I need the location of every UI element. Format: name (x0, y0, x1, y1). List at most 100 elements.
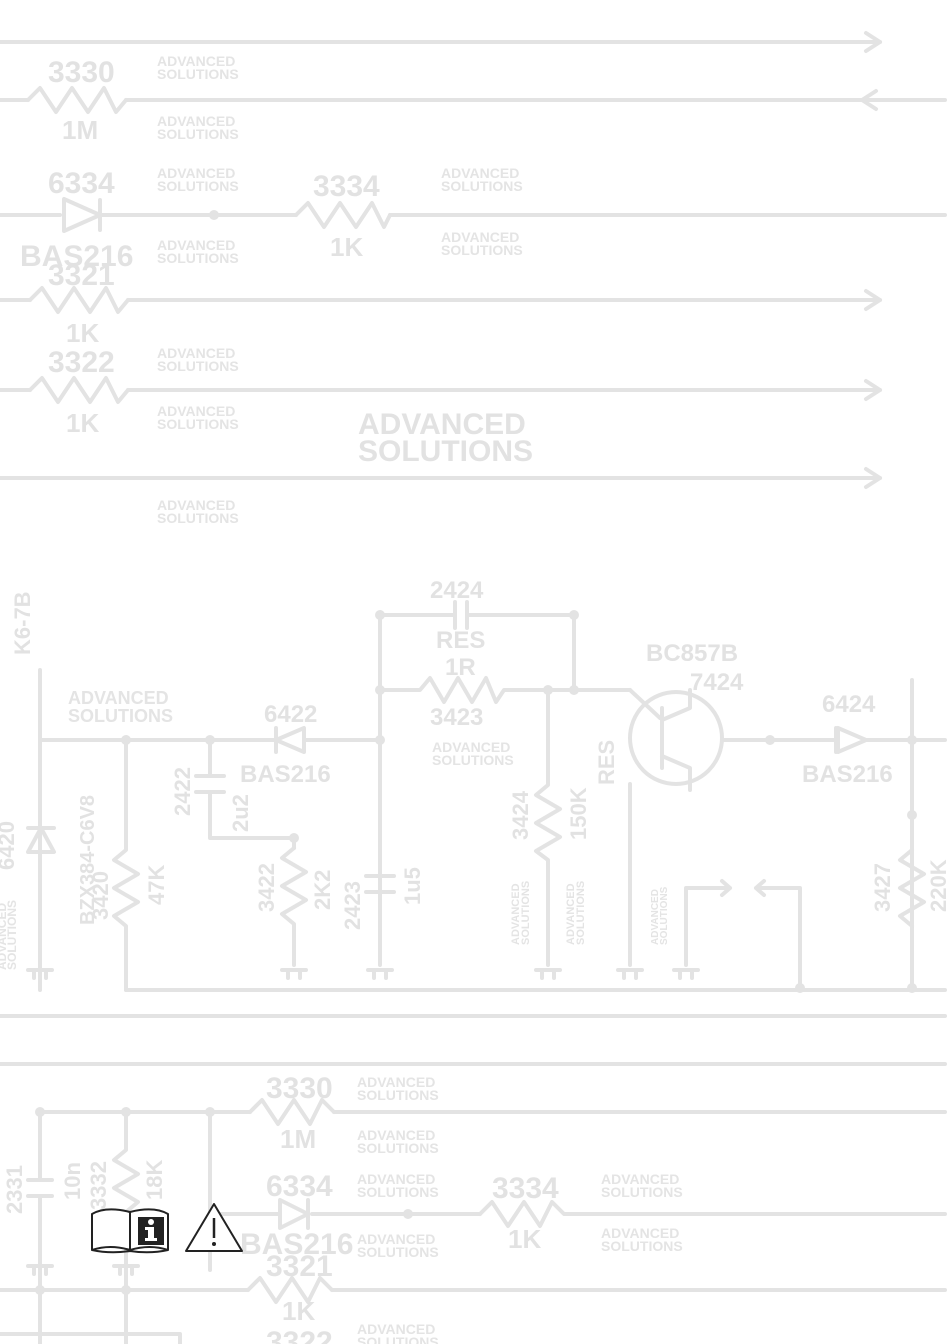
b-r3330-value: 1M (280, 1124, 316, 1154)
svg-text:ADVANCED: ADVANCED (358, 408, 526, 441)
svg-text:ADVANCED: ADVANCED (357, 1074, 435, 1090)
b-r3330-ref: 3330 (266, 1072, 333, 1105)
svg-text:SOLUTIONS: SOLUTIONS (68, 706, 173, 726)
svg-text:ADVANCED: ADVANCED (157, 53, 235, 69)
svg-text:SOLUTIONS: SOLUTIONS (157, 358, 239, 374)
svg-text:ADVANCED: ADVANCED (357, 1231, 435, 1247)
d6334-value: BAS216 (20, 240, 133, 273)
r3321-value: 1K (66, 318, 99, 348)
transistor-label: RES (594, 740, 619, 785)
r3321-ref: 3321 (48, 259, 115, 292)
svg-text:ADVANCED: ADVANCED (601, 1171, 679, 1187)
svg-text:SOLUTIONS: SOLUTIONS (5, 900, 19, 970)
b-r3321-value: 1K (282, 1296, 315, 1326)
svg-text:SOLUTIONS: SOLUTIONS (601, 1184, 683, 1200)
svg-text:ADVANCED: ADVANCED (441, 229, 519, 245)
svg-text:ADVANCED: ADVANCED (157, 165, 235, 181)
b-r3321-ref: 3321 (266, 1250, 333, 1283)
b-d6334-ref: 6334 (266, 1170, 333, 1203)
svg-text:SOLUTIONS: SOLUTIONS (157, 416, 239, 432)
svg-text:ADVANCED: ADVANCED (157, 345, 235, 361)
svg-text:ADVANCED: ADVANCED (0, 903, 9, 970)
c2331-ref: 2331 (2, 1165, 27, 1214)
svg-text:SOLUTIONS: SOLUTIONS (357, 1140, 439, 1156)
d6334-ref: 6334 (48, 167, 115, 200)
transistor-ref: 7424 (690, 669, 744, 696)
svg-text:SOLUTIONS: SOLUTIONS (357, 1244, 439, 1260)
r3422-ref: 3422 (254, 863, 279, 912)
r3424-value: 150K (566, 787, 591, 840)
svg-text:SOLUTIONS: SOLUTIONS (601, 1238, 683, 1254)
warning-triangle-icon (185, 1203, 243, 1252)
r3427-ref: 3427 (870, 863, 895, 912)
bottom-section: 3330 1M 6334 BAS216 3334 1K 3321 1K 3322… (0, 1072, 947, 1344)
middle-section: K6-7B 2424 RES 1R 3423 BC857B 7424 RES 6… (0, 577, 950, 1066)
r3423-value: 1R (445, 654, 476, 681)
zener-value: BZX384-C6V8 (77, 795, 99, 925)
svg-text:SOLUTIONS: SOLUTIONS (357, 1087, 439, 1103)
svg-text:ADVANCED: ADVANCED (157, 113, 235, 129)
c2422-ref: 2422 (170, 767, 195, 816)
svg-text:ADVANCED: ADVANCED (432, 739, 510, 755)
transistor-type: BC857B (646, 640, 738, 667)
svg-text:ADVANCED: ADVANCED (650, 889, 661, 945)
r3420-ref: 3420 (88, 871, 113, 920)
r3420-value: 47K (144, 865, 169, 905)
svg-text:SOLUTIONS: SOLUTIONS (157, 66, 239, 82)
svg-text:SOLUTIONS: SOLUTIONS (357, 1334, 439, 1344)
svg-text:SOLUTIONS: SOLUTIONS (432, 752, 514, 768)
b-r3322-ref: 3322 (266, 1326, 333, 1344)
d6422-value: BAS216 (240, 761, 331, 788)
svg-text:SOLUTIONS: SOLUTIONS (575, 881, 587, 945)
svg-text:SOLUTIONS: SOLUTIONS (441, 178, 523, 194)
svg-text:ADVANCED: ADVANCED (157, 237, 235, 253)
b-r3334-ref: 3334 (492, 1172, 559, 1205)
svg-text:ADVANCED: ADVANCED (601, 1225, 679, 1241)
d6424-value: BAS216 (802, 761, 893, 788)
manual-info-icon (91, 1208, 169, 1254)
r3422-value: 2K2 (310, 870, 335, 910)
svg-text:SOLUTIONS: SOLUTIONS (157, 126, 239, 142)
svg-text:ADVANCED: ADVANCED (157, 497, 235, 513)
r3427-value: 220K (926, 859, 950, 912)
r3334-value: 1K (330, 232, 363, 262)
d6424-ref: 6424 (822, 691, 876, 718)
svg-text:SOLUTIONS: SOLUTIONS (157, 250, 239, 266)
svg-text:SOLUTIONS: SOLUTIONS (357, 1184, 439, 1200)
r3332-value: 18K (142, 1160, 167, 1200)
svg-text:SOLUTIONS: SOLUTIONS (520, 881, 532, 945)
svg-text:ADVANCED: ADVANCED (565, 883, 577, 945)
r3332-ref: 3332 (86, 1161, 111, 1210)
c2423-ref: 2423 (340, 881, 365, 930)
svg-text:ADVANCED: ADVANCED (157, 403, 235, 419)
zener-ref: 6420 (0, 821, 19, 870)
svg-text:ADVANCED: ADVANCED (441, 165, 519, 181)
svg-text:SOLUTIONS: SOLUTIONS (358, 435, 533, 468)
svg-text:ADVANCED: ADVANCED (68, 688, 169, 708)
svg-text:ADVANCED: ADVANCED (357, 1127, 435, 1143)
svg-text:SOLUTIONS: SOLUTIONS (157, 178, 239, 194)
connector-label: K6-7B (10, 591, 35, 655)
c2424-value: RES (436, 627, 485, 654)
svg-text:ADVANCED: ADVANCED (510, 883, 522, 945)
r3424-ref: 3424 (508, 790, 533, 840)
c2422-value: 2u2 (228, 794, 253, 832)
r3330-value: 1M (62, 115, 98, 145)
b-r3334-value: 1K (508, 1224, 541, 1254)
r3334-ref: 3334 (313, 170, 380, 203)
c2423-value: 1u5 (400, 867, 425, 905)
svg-text:ADVANCED: ADVANCED (357, 1171, 435, 1187)
r3423-ref: 3423 (430, 704, 483, 731)
r3322-ref: 3322 (48, 346, 115, 379)
svg-text:ADVANCED: ADVANCED (357, 1321, 435, 1337)
c2424-ref: 2424 (430, 577, 484, 604)
r3322-value: 1K (66, 408, 99, 438)
svg-text:SOLUTIONS: SOLUTIONS (441, 242, 523, 258)
svg-text:SOLUTIONS: SOLUTIONS (157, 510, 239, 526)
top-section: 3330 1M 6334 BAS216 3334 1K 3321 1K 3322… (0, 31, 947, 526)
c2331-value: 10n (60, 1162, 85, 1200)
